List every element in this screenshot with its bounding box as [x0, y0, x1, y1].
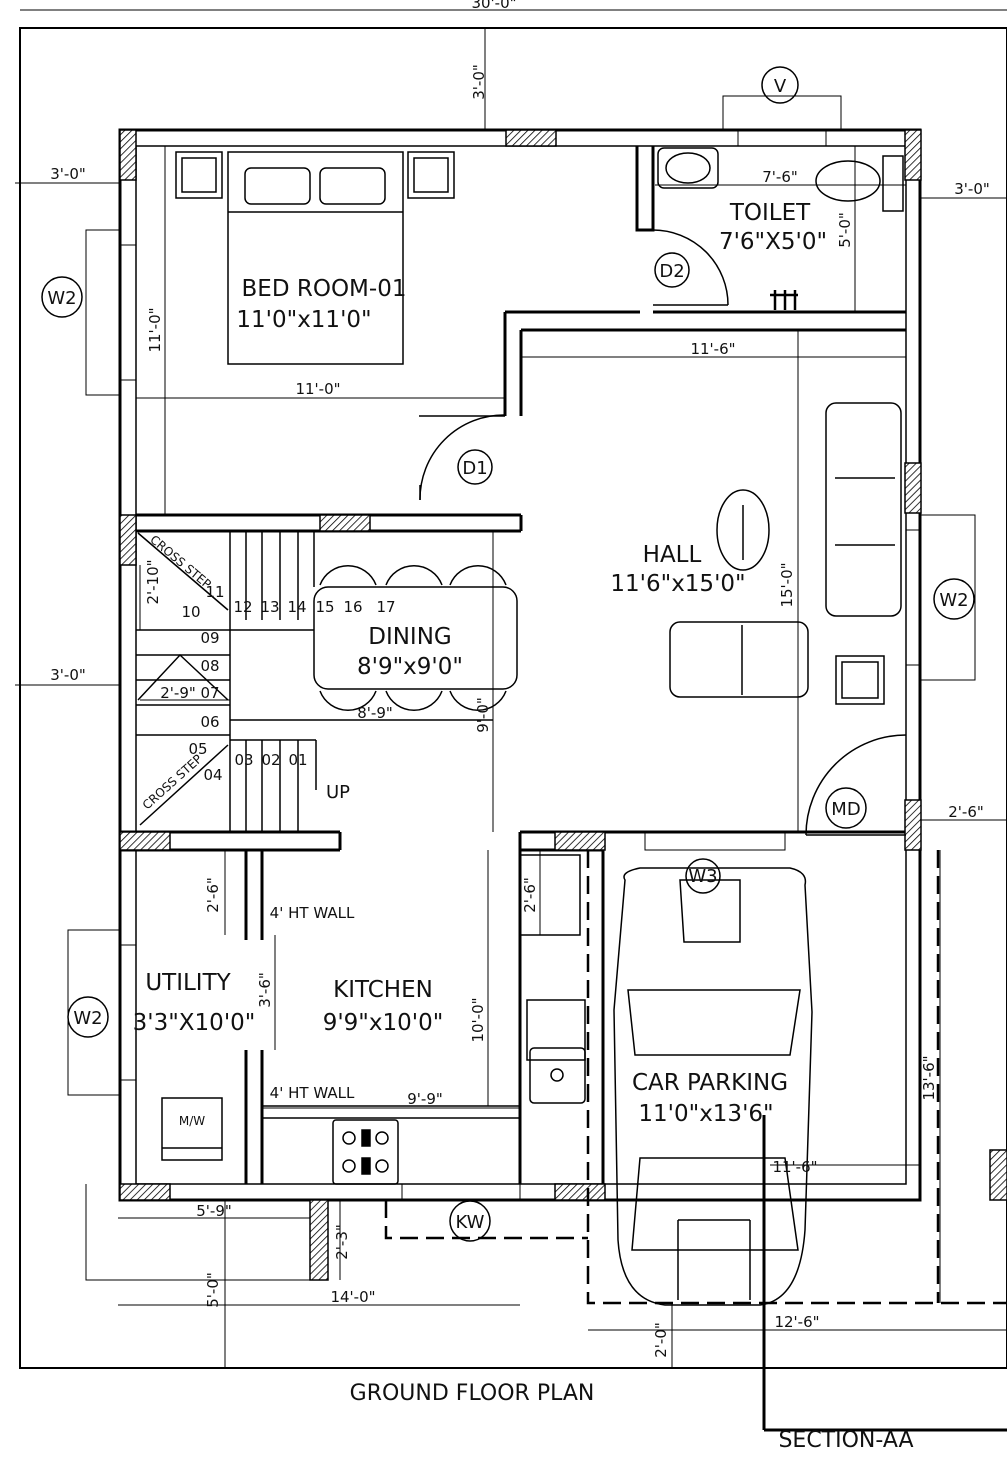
- tag-circles: [41, 66, 975, 1242]
- dining-name: DINING: [368, 624, 452, 650]
- step-03: 03: [234, 751, 253, 769]
- parking-size: 11'0"x13'6": [638, 1101, 773, 1127]
- step-17: 17: [376, 598, 395, 616]
- tag-w2-hall: W2: [939, 590, 968, 611]
- utility-name: UTILITY: [145, 970, 231, 996]
- columns: [119, 129, 1007, 1281]
- toilet-size: 7'6"X5'0": [719, 229, 827, 255]
- dim-right-setback-top: 3'-0": [954, 180, 990, 198]
- dim-utility-opening: 3'-6": [256, 972, 274, 1008]
- dim-parking-height: 13'-6": [920, 1055, 938, 1100]
- step-10: 10: [181, 603, 200, 621]
- dim-top-setback: 3'-0": [470, 64, 488, 100]
- dim-kitchen-door: 2'-6": [521, 877, 539, 913]
- kitchen-size: 9'9"x10'0": [323, 1010, 444, 1036]
- dim-hall-to-parking: 2'-6": [948, 803, 984, 821]
- step-16: 16: [343, 598, 362, 616]
- tag-d2: D2: [659, 261, 684, 282]
- bedroom-name: BED ROOM-01: [242, 276, 407, 302]
- dim-dining-height: 9'-0": [474, 697, 492, 733]
- tag-v: V: [774, 76, 787, 97]
- drawing-title: GROUND FLOOR PLAN: [350, 1381, 595, 1406]
- dim-hall-width: 11'-6": [690, 340, 735, 358]
- dim-utility-door: 2'-6": [204, 877, 222, 913]
- dim-rear-step: 2'-3": [333, 1224, 351, 1260]
- tag-kw: KW: [456, 1212, 485, 1233]
- cross-step-bottom: CROSS STEP: [140, 752, 205, 813]
- microwave-label: M/W: [179, 1114, 205, 1128]
- dim-hall-height: 15'-0": [778, 562, 796, 607]
- dim-kitchen-height: 10'-0": [469, 997, 487, 1042]
- step-15: 15: [315, 598, 334, 616]
- dim-toilet-width: 7'-6": [762, 168, 798, 186]
- dim-left-setback-mid: 3'-0": [50, 666, 86, 684]
- dim-bedroom-height: 11'-0": [146, 307, 164, 352]
- bed: [175, 151, 455, 365]
- tag-md: MD: [831, 799, 860, 820]
- toilet-name: TOILET: [729, 200, 811, 226]
- kitchen-fixtures: [161, 854, 586, 1185]
- dim-kitchen-width: 9'-9": [407, 1090, 443, 1108]
- dim-toilet-height: 5'-0": [836, 212, 854, 248]
- dim-parking-width: 12'-6": [774, 1313, 819, 1331]
- step-09: 09: [200, 629, 219, 647]
- dimension-top: 30'-0": [471, 0, 516, 12]
- step-07: 07: [200, 684, 219, 702]
- dim-rear-setback: 5'-0": [204, 1272, 222, 1308]
- ht-wall-note-bottom: 4' HT WALL: [270, 1084, 355, 1102]
- kitchen-name: KITCHEN: [333, 977, 433, 1003]
- stair-numbers: 01 02 03 04 05 06 07 08 09 10 11 12 13 1…: [181, 583, 395, 784]
- windows: [67, 95, 976, 1201]
- stair-up-note: UP: [326, 782, 350, 803]
- dim-left-setback-top: 3'-0": [50, 165, 86, 183]
- sofa-set: [669, 402, 902, 705]
- step-01: 01: [288, 751, 307, 769]
- walls: [118, 128, 922, 1202]
- step-05: 05: [188, 740, 207, 758]
- dimension-labels: 3'-0" 3'-0" 3'-0" 11'-0" 11'-0" 7'-6" 5'…: [50, 64, 990, 1358]
- car: [613, 867, 813, 1306]
- dim-dining-width: 8'-9": [357, 704, 393, 722]
- dimension-lines: [15, 28, 1007, 1368]
- dim-parking-side: 11'-6": [772, 1158, 817, 1176]
- plot-boundary: [19, 9, 1007, 1369]
- staircase: [136, 531, 493, 832]
- dim-stair-landing: 2'-9": [160, 684, 196, 702]
- dining-table: [313, 565, 518, 711]
- dim-bedroom-width: 11'-0": [295, 380, 340, 398]
- step-12: 12: [233, 598, 252, 616]
- step-14: 14: [287, 598, 306, 616]
- dining-size: 8'9"x9'0": [357, 654, 463, 680]
- parking-name: CAR PARKING: [632, 1070, 788, 1096]
- dim-rear-width: 14'-0": [330, 1288, 375, 1306]
- ht-wall-note-top: 4' HT WALL: [270, 904, 355, 922]
- tag-d1: D1: [462, 458, 487, 479]
- step-02: 02: [261, 751, 280, 769]
- dim-rear-utility: 5'-9": [196, 1202, 232, 1220]
- utility-size: 3'3"X10'0": [133, 1010, 256, 1036]
- door-swings: [419, 229, 907, 836]
- section-label: SECTION-AA: [778, 1428, 913, 1453]
- toilet-fixtures: [657, 147, 904, 310]
- section-marker: [762, 1115, 1007, 1432]
- tag-w2-utility: W2: [73, 1008, 102, 1029]
- hall-size: 11'6"x15'0": [610, 571, 745, 597]
- dim-stair-top: 2'-10": [144, 559, 162, 604]
- step-08: 08: [200, 657, 219, 675]
- step-13: 13: [260, 598, 279, 616]
- tag-w2-bedroom: W2: [47, 288, 76, 309]
- step-04: 04: [203, 766, 222, 784]
- furniture: [136, 147, 904, 1306]
- dim-front-setback: 2'-0": [652, 1322, 670, 1358]
- step-11: 11: [205, 583, 224, 601]
- tag-w3: W3: [688, 866, 717, 887]
- step-06: 06: [200, 713, 219, 731]
- parking-outline: [384, 850, 1007, 1305]
- hall-name: HALL: [643, 542, 702, 568]
- bedroom-size: 11'0"x11'0": [236, 307, 371, 333]
